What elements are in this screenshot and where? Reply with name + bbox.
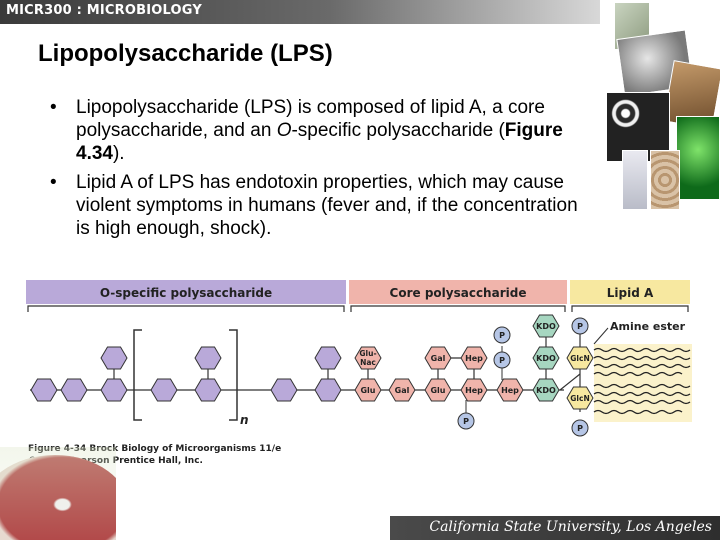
o-sugar [194,346,222,370]
o-specific-header [26,280,346,304]
glcn-label: GlcN [570,354,589,363]
kdo-label: KDO [536,386,556,395]
core-label: Core polysaccharide [390,286,527,300]
petri-dish-photo [0,447,116,540]
bullet-text: Lipid A of LPS has endotoxin properties,… [76,172,578,239]
figure-caption-line: Figure 4-34 Brock Biology of Microorgani… [28,444,282,454]
course-title: MICR300 : MICROBIOLOGY [6,3,202,18]
phosphate-label: P [499,356,505,365]
header-bar: MICR300 : MICROBIOLOGY [0,0,600,24]
kdo-label: KDO [536,354,556,363]
o-sugar [60,378,88,402]
o-sugar [314,378,342,402]
glcn-label: GlcN [570,394,589,403]
glunac-label-bottom: Nac [360,358,376,367]
amine-ester-label: Amine ester [610,320,686,333]
footer-bar: California State University, Los Angeles [390,516,720,540]
hep-label: Hep [465,354,483,363]
bullet-list: • Lipopolysaccharide (LPS) is composed o… [50,96,595,246]
collage-photo-tissue [650,150,680,210]
bullet-glyph: • [50,97,57,118]
bullet-italic: O [276,120,292,141]
lipid-a-header [570,280,690,304]
bullet-item: • Lipid A of LPS has endotoxin propertie… [50,171,595,240]
figure-caption: Figure 4-34 Brock Biology of Microorgani… [28,443,281,467]
lps-diagram-svg: O-specific polysaccharide Core polysacch… [26,280,692,437]
o-sugar [150,378,178,402]
glunac-label-top: Glu- [359,349,376,358]
lipid-a-label: Lipid A [607,286,654,300]
phosphate-icon [571,317,589,335]
phosphate-icon [493,326,511,344]
o-sugar [100,378,128,402]
repeat-bracket-left [133,329,142,421]
glu-label: Glu [430,386,445,395]
photo-collage [606,0,720,220]
gal-label: Gal [395,386,410,395]
figure-copyright-line: © 2006 Pearson Prentice Hall, Inc. [28,456,203,466]
core-header [349,280,567,304]
bullet-text-part: -specific polysaccharide ( [291,120,505,141]
o-sugar [270,378,298,402]
o-specific-label: O-specific polysaccharide [100,286,272,300]
hep-label: Hep [465,386,483,395]
kdo-label: KDO [536,322,556,331]
o-sugar [30,378,58,402]
gal-label: Gal [431,354,446,363]
collage-photo-fluorescent [676,116,720,200]
phosphate-icon [493,351,511,369]
phosphate-icon [571,419,589,437]
glu-label: Glu [360,386,375,395]
bullet-text-part: Lipopolysaccharide (LPS) is composed of … [76,97,545,141]
fatty-acid-chains [593,347,691,415]
slide-title: Lipopolysaccharide (LPS) [38,40,333,67]
hep-label: Hep [501,386,519,395]
phosphate-label: P [463,417,469,426]
bullet-glyph: • [50,172,57,193]
o-sugar [314,346,342,370]
institution-name: California State University, Los Angeles [429,519,712,535]
figure-reference: Figure 4.34 [76,120,563,164]
collage-photo-researcher [622,150,648,210]
phosphate-label: P [499,331,505,340]
phosphate-label: P [577,322,583,331]
o-sugar [194,378,222,402]
repeat-bracket-right [229,329,238,421]
bullet-item: • Lipopolysaccharide (LPS) is composed o… [50,96,595,165]
bullet-text-part: ). [112,143,125,164]
repeat-n-label: n [240,413,249,427]
phosphate-icon [457,412,475,430]
lps-structure-diagram: O-specific polysaccharide Core polysacch… [24,278,696,438]
o-sugar [100,346,128,370]
phosphate-label: P [577,424,583,433]
